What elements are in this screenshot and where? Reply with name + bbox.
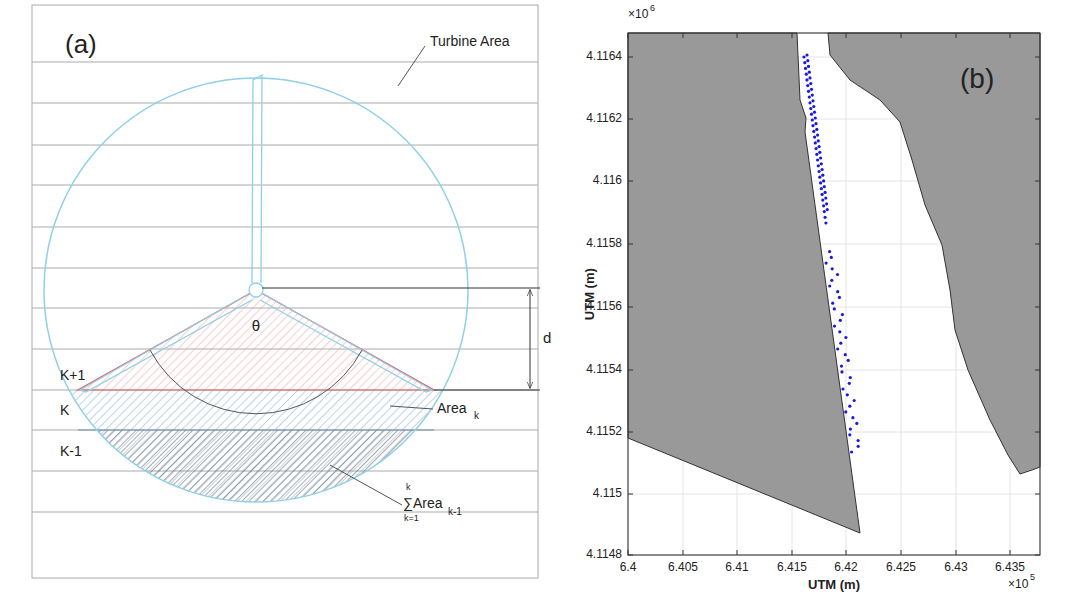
superscript: 5 bbox=[1030, 573, 1035, 583]
panel-letter: (a) bbox=[65, 30, 97, 59]
tick-label: 4.116 bbox=[593, 174, 622, 187]
panel-letter: (b) bbox=[960, 64, 994, 95]
axis-title: UTM (m) bbox=[808, 578, 860, 592]
tick-label: 4.1162 bbox=[586, 112, 622, 125]
tick-label: 6.43 bbox=[944, 561, 967, 574]
turbine-circle bbox=[44, 78, 468, 502]
strip-label: K bbox=[60, 403, 69, 418]
tick-label: 6.435 bbox=[995, 561, 1025, 574]
strip-label: K+1 bbox=[60, 368, 85, 383]
subscript: k-1 bbox=[448, 506, 462, 517]
tick-label: 4.1154 bbox=[586, 363, 622, 376]
sum-area-hatch bbox=[40, 430, 480, 520]
axis-multiplier: ×10 bbox=[628, 8, 648, 21]
superscript: 6 bbox=[650, 4, 655, 14]
tick-label: 6.42 bbox=[834, 561, 857, 574]
tick-label: 6.425 bbox=[886, 561, 916, 574]
subscript: k bbox=[474, 410, 479, 421]
panel-frame bbox=[32, 5, 538, 578]
axes-box bbox=[628, 33, 1040, 555]
turbine-blades bbox=[80, 75, 432, 392]
tick-label: 4.1152 bbox=[586, 425, 622, 438]
tick-label: 6.405 bbox=[668, 561, 698, 574]
track-dots bbox=[802, 53, 859, 453]
tick-label: 6.4 bbox=[620, 561, 637, 574]
axis-title: UTM (m) bbox=[583, 268, 597, 320]
callout-label: Turbine Area bbox=[430, 34, 510, 49]
land-right bbox=[828, 33, 1040, 474]
callout-label: Area bbox=[437, 401, 467, 416]
tick-label: 4.1158 bbox=[586, 237, 622, 250]
axis-multiplier: ×10 bbox=[1008, 578, 1028, 591]
tick-label: 4.115 bbox=[593, 487, 622, 500]
tick-label: 4.1148 bbox=[586, 548, 622, 561]
callout-label: ∑Area bbox=[403, 496, 443, 511]
tick-label: 6.41 bbox=[725, 561, 748, 574]
tick-label: 6.415 bbox=[777, 561, 807, 574]
sector-wedge bbox=[78, 290, 434, 390]
dimension-label: d bbox=[543, 330, 551, 347]
strip-label: K-1 bbox=[60, 444, 82, 459]
area-k-hatch bbox=[40, 390, 480, 520]
sum-limit: k bbox=[406, 483, 411, 493]
tick-label: 4.1164 bbox=[586, 50, 622, 63]
angle-symbol: θ bbox=[252, 318, 260, 335]
land-left bbox=[628, 33, 860, 533]
sum-limit: k=1 bbox=[404, 514, 419, 524]
